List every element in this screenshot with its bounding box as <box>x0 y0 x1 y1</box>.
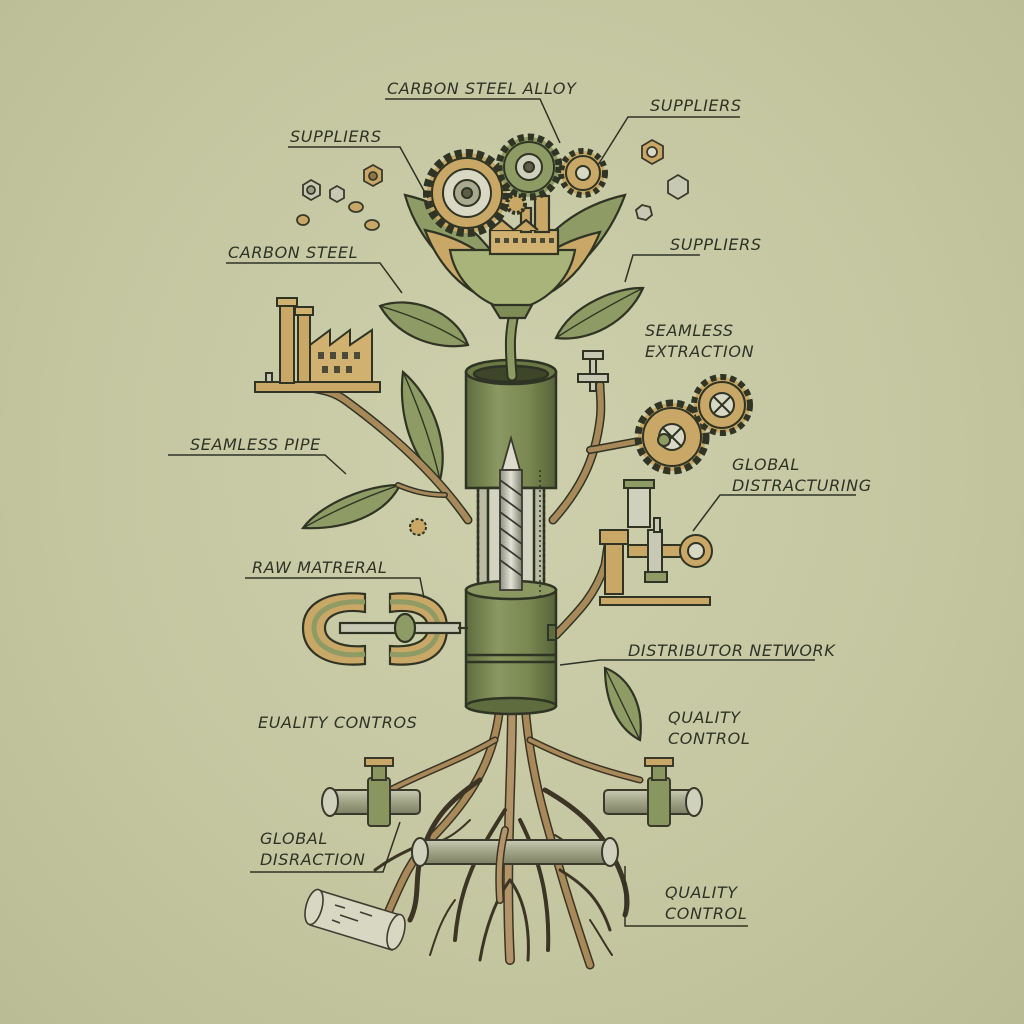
label-suppliers-top-right: SUPPLIERS <box>650 96 742 115</box>
label-global-distracturing: GLOBAL DISTRACTURING <box>732 454 872 496</box>
label-euality-contros: EUALITY CONTROS <box>258 713 418 732</box>
roots <box>373 700 644 970</box>
label-line: DISRACTION <box>260 850 366 869</box>
bolt <box>577 350 609 392</box>
label-distributor-network: DISTRIBUTOR NETWORK <box>628 641 836 660</box>
label-carbon-steel: CARBON STEEL <box>228 243 359 262</box>
blueprint-scroll <box>304 888 406 952</box>
label-quality-control-bottom: QUALITY CONTROL <box>665 882 747 924</box>
label-line: QUALITY <box>668 708 741 727</box>
label-seamless-pipe: SEAMLESS PIPE <box>190 435 321 454</box>
right-gears <box>634 374 753 475</box>
label-line: QUALITY <box>665 883 738 902</box>
valve-machinery <box>599 479 713 606</box>
drill-bit <box>499 434 523 591</box>
label-quality-control-mid: QUALITY CONTROL <box>668 707 750 749</box>
pipe-clamp <box>547 624 557 641</box>
label-global-disraction: GLOBAL DISRACTION <box>260 828 365 870</box>
root-pipes <box>321 757 703 867</box>
flower-bud <box>403 193 627 320</box>
label-raw-material: RAW MATRERAL <box>252 558 388 577</box>
left-coupling <box>301 592 468 666</box>
label-line: SEAMLESS <box>645 321 734 340</box>
top-gears <box>423 133 608 237</box>
label-line: CONTROL <box>665 904 748 923</box>
floating-hardware <box>296 138 689 231</box>
label-line: DISTRACTURING <box>732 476 872 495</box>
root-overlap <box>495 826 509 904</box>
label-suppliers-top-left: SUPPLIERS <box>290 127 382 146</box>
leaves <box>300 286 645 742</box>
leader-lines <box>168 98 856 927</box>
left-factory <box>254 297 381 393</box>
label-line: GLOBAL <box>732 455 800 474</box>
label-line: GLOBAL <box>260 829 328 848</box>
label-carbon-steel-alloy: CARBON STEEL ALLOY <box>387 79 577 98</box>
label-seamless-extraction: SEAMLESS EXTRACTION <box>645 320 754 362</box>
small-gear-left <box>409 518 427 536</box>
label-line: CONTROL <box>668 729 751 748</box>
label-line: EXTRACTION <box>645 342 755 361</box>
main-pipe <box>464 358 558 716</box>
label-suppliers-right: SUPPLIERS <box>670 235 762 254</box>
